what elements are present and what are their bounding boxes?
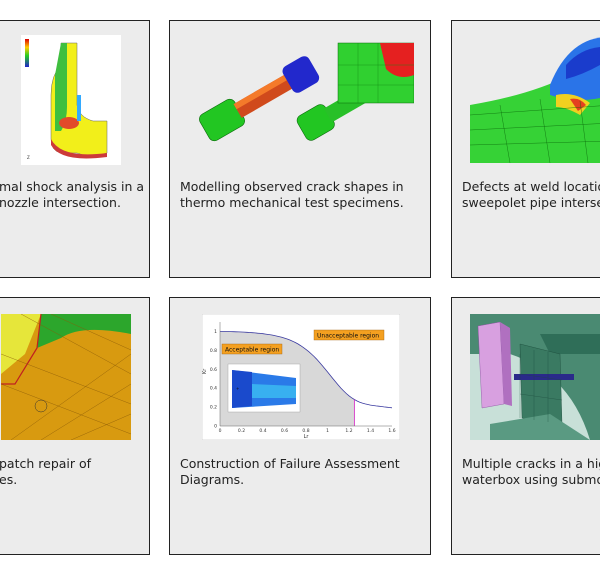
y-axis-label: Kr bbox=[202, 368, 208, 374]
x-tick-labels: 0 0.2 0.4 0.6 0.8 1 1.2 1.4 1.6 bbox=[219, 428, 396, 434]
caption-line-2: nozzle intersection. bbox=[0, 195, 121, 210]
caption-line-1: patch repair of bbox=[0, 456, 92, 471]
unacceptable-label-box bbox=[313, 329, 385, 341]
thermal-shock-image: Z bbox=[21, 35, 121, 165]
x-axis-label: Lr bbox=[304, 434, 310, 440]
caption-line-2: Diagrams. bbox=[180, 472, 245, 487]
svg-text:Z: Z bbox=[27, 155, 30, 160]
caption-line-1: Construction of Failure Assessment bbox=[180, 456, 400, 471]
x-tick-label: 1 bbox=[326, 428, 329, 434]
card-weld-defects[interactable]: Defects at weld location sweepolet pipe … bbox=[451, 20, 600, 278]
caption-line-2: sweepolet pipe intersec bbox=[462, 195, 600, 210]
card-patch-repair[interactable]: patch repair of es. bbox=[0, 297, 150, 555]
caption-line-2: thermo mechanical test specimens. bbox=[180, 195, 404, 210]
y-tick-label: 0 bbox=[214, 424, 217, 430]
caption-line-2: waterbox using submod bbox=[462, 472, 600, 487]
x-tick-label: 0 bbox=[219, 428, 222, 434]
caption-line-1: Modelling observed crack shapes in bbox=[180, 179, 404, 194]
y-tick-label: 0.4 bbox=[210, 386, 217, 392]
x-tick-label: 0.4 bbox=[259, 428, 266, 434]
x-tick-label: 0.2 bbox=[238, 428, 245, 434]
fad-chart: 0 0.2 0.4 0.6 0.8 1 1.2 1.4 1.6 0 0.2 0.4 0.6 0.8 1 L… bbox=[202, 314, 400, 440]
y-tick-label: 1 bbox=[214, 329, 217, 335]
y-tick-label: 0.8 bbox=[210, 348, 217, 354]
card-thermal-shock[interactable]: Z mal shock analysis in a nozzle interse… bbox=[0, 20, 150, 278]
crack-shapes-image bbox=[188, 35, 414, 163]
acceptable-label-box bbox=[221, 343, 283, 355]
unacceptable-label: Unacceptable region bbox=[317, 333, 379, 340]
card-crack-shapes[interactable]: Modelling observed crack shapes in therm… bbox=[169, 20, 431, 278]
acceptable-label: Acceptable region bbox=[225, 347, 279, 354]
caption-line-1: Defects at weld location bbox=[462, 179, 600, 194]
y-tick-labels: 0 0.2 0.4 0.6 0.8 1 bbox=[210, 329, 217, 430]
card-fad[interactable]: 0 0.2 0.4 0.6 0.8 1 1.2 1.4 1.6 0 0.2 0.4 0.6 0.8 1 L… bbox=[169, 297, 431, 555]
fad-curve bbox=[220, 331, 393, 409]
x-tick-label: 1.2 bbox=[345, 428, 352, 434]
multiple-cracks-image bbox=[470, 314, 600, 440]
x-tick-label: 1.6 bbox=[388, 428, 395, 434]
x-tick-label: 0.8 bbox=[302, 428, 309, 434]
x-tick-label: 1.4 bbox=[367, 428, 374, 434]
x-tick-label: 0.6 bbox=[281, 428, 288, 434]
caption-line-1: mal shock analysis in a bbox=[0, 179, 145, 194]
y-tick-label: 0.6 bbox=[210, 367, 217, 373]
svg-text:+: + bbox=[236, 386, 239, 391]
caption-line-2: es. bbox=[0, 472, 18, 487]
patch-repair-image bbox=[1, 314, 131, 440]
weld-defects-image bbox=[470, 35, 600, 163]
card-multiple-cracks[interactable]: Multiple cracks in a hig waterbox using … bbox=[451, 297, 600, 555]
y-tick-label: 0.2 bbox=[210, 405, 217, 411]
caption-line-1: Multiple cracks in a hig bbox=[462, 456, 600, 471]
